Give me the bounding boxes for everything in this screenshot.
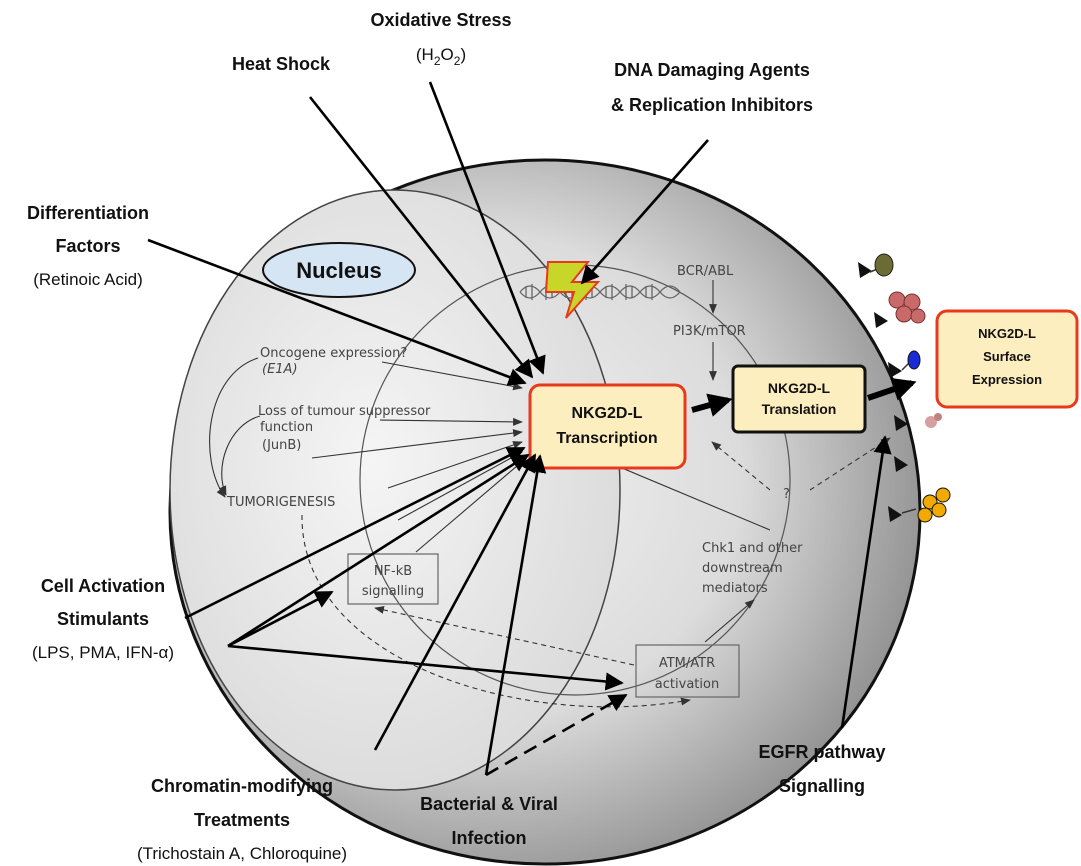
- svg-text:(Retinoic Acid): (Retinoic Acid): [33, 270, 143, 289]
- heat-shock-label: Heat Shock: [232, 54, 331, 74]
- bcr-abl-label: BCR/ABL: [677, 264, 734, 279]
- surface-line1: NKG2D-L: [978, 326, 1036, 341]
- tumour-junb-label: (JunB): [262, 438, 301, 453]
- surface-expression-box: [935, 309, 1079, 409]
- nucleus-label-pill: [262, 242, 416, 298]
- nfkb-label: NF-kB: [374, 564, 412, 579]
- stimulus-arrows: [147, 81, 892, 777]
- svg-text:DNA Damaging Agents: DNA Damaging Agents: [614, 60, 810, 80]
- svg-text:Differentiation: Differentiation: [27, 203, 149, 223]
- transcription-line1: NKG2D-L: [571, 405, 642, 422]
- question-mark: ?: [783, 487, 790, 502]
- tumour-suppressor-label: Loss of tumour suppressor: [258, 404, 431, 419]
- transcription-to-translation-arrow: [691, 393, 733, 417]
- differentiation-factors-label: Differentiation Factors (Retinoic Acid): [27, 203, 149, 289]
- oncogene-e1a-label: (E1A): [262, 362, 298, 377]
- nucleus-label: Nucleus: [296, 258, 382, 283]
- chk1-mediators-label: mediators: [702, 581, 768, 596]
- svg-text:Factors: Factors: [55, 236, 120, 256]
- svg-text:Stimulants: Stimulants: [57, 609, 149, 629]
- nucleus-outline: [169, 189, 621, 791]
- svg-text:EGFR pathway: EGFR pathway: [758, 742, 885, 762]
- atm-atr-label: ATM/ATR: [659, 656, 715, 671]
- inner-arrows: [209, 280, 891, 708]
- surface-line3: Expression: [972, 372, 1042, 387]
- transcription-box: [528, 383, 687, 470]
- svg-text:(LPS, PMA, IFN-α): (LPS, PMA, IFN-α): [32, 643, 174, 662]
- chromatin-modifying-label: Chromatin-modifying Treatments (Trichost…: [137, 776, 347, 863]
- tumour-function-label: function: [260, 420, 313, 435]
- svg-text:Signalling: Signalling: [779, 776, 865, 796]
- cell-activation-label: Cell Activation Stimulants (LPS, PMA, IF…: [32, 576, 174, 662]
- oxidative-stress-label: Oxidative Stress (H2O2): [370, 10, 511, 68]
- chk1-label: Chk1 and other: [702, 541, 803, 556]
- svg-text:Oxidative Stress: Oxidative Stress: [370, 10, 511, 30]
- svg-text:& Replication Inhibitors: & Replication Inhibitors: [611, 95, 813, 115]
- tumorigenesis-label: TUMORIGENESIS: [226, 495, 335, 510]
- dna-damaging-label: DNA Damaging Agents & Replication Inhibi…: [611, 60, 813, 115]
- svg-text:Infection: Infection: [452, 828, 527, 848]
- svg-text:(H2O2): (H2O2): [416, 45, 466, 68]
- egfr-pathway-label: EGFR pathway Signalling: [758, 742, 885, 796]
- chk1-downstream-label: downstream: [702, 561, 783, 576]
- inner-pathway-labels: BCR/ABL PI3K/mTOR Oncogene expression? (…: [226, 264, 803, 698]
- atm-atr-box: [635, 644, 740, 698]
- transcription-line2: Transcription: [556, 430, 657, 447]
- translation-box: [731, 364, 867, 434]
- ligand-molecules-icon: [869, 253, 951, 523]
- oncogene-label: Oncogene expression?: [260, 346, 407, 361]
- svg-text:Cell Activation: Cell Activation: [41, 576, 165, 596]
- atm-activation-label: activation: [655, 677, 719, 692]
- bacterial-viral-label: Bacterial & Viral Infection: [420, 794, 558, 848]
- svg-text:(Trichostain A, Chloroquine): (Trichostain A, Chloroquine): [137, 844, 347, 863]
- translation-to-surface-arrow: [867, 377, 917, 401]
- translation-line2: Translation: [762, 401, 837, 417]
- svg-text:Bacterial & Viral: Bacterial & Viral: [420, 794, 558, 814]
- translation-line1: NKG2D-L: [768, 380, 831, 396]
- nfkb-signalling-label: signalling: [362, 584, 424, 599]
- pi3k-mtor-label: PI3K/mTOR: [673, 324, 746, 339]
- svg-text:Treatments: Treatments: [194, 810, 290, 830]
- surface-line2: Surface: [983, 349, 1031, 364]
- nfkb-box: [347, 553, 439, 605]
- membrane-receptors: [858, 262, 908, 522]
- svg-text:Chromatin-modifying: Chromatin-modifying: [151, 776, 333, 796]
